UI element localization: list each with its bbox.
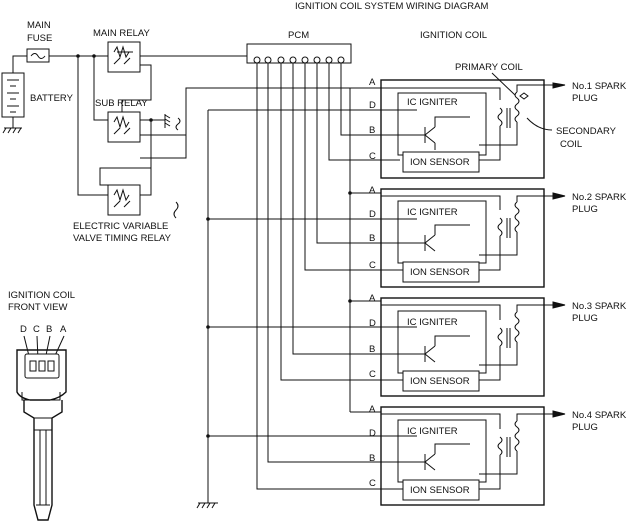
coil-3-terminal-d: D — [369, 318, 376, 329]
plug-1-label: No.1 SPARK — [572, 81, 627, 92]
pin-label-a: A — [60, 324, 67, 335]
coil-3-igniter-label: IC IGNITER — [407, 317, 458, 328]
coil-1-igniter-label: IC IGNITER — [407, 97, 458, 108]
coil-unit-3: IC IGNITER ION SENSOR A D B C — [369, 293, 565, 397]
coil-4-igniter-label: IC IGNITER — [407, 426, 458, 437]
plug-2-label-2: PLUG — [572, 204, 598, 215]
coil-3-sensor-label: ION SENSOR — [410, 376, 470, 387]
secondary-coil-label-2: COIL — [560, 139, 582, 150]
coil-unit-1: IC IGNITER ION SENSOR A D B C — [360, 77, 565, 179]
coil-2-terminal-d: D — [369, 209, 376, 220]
coil-4-terminal-d: D — [369, 428, 376, 439]
coil-1-terminal-d: D — [369, 100, 376, 111]
plug-4-label-2: PLUG — [572, 422, 598, 433]
coil-3-terminal-a: A — [369, 293, 376, 304]
plug-3-label: No.3 SPARK — [572, 301, 627, 312]
front-view-label-2: FRONT VIEW — [8, 302, 67, 313]
ignition-coil-front-view — [16, 335, 67, 521]
main-fuse-label: MAIN — [27, 20, 51, 31]
ground-symbol-2 — [164, 114, 171, 128]
main-relay — [107, 41, 141, 73]
coil-2-terminal-c: C — [369, 260, 376, 271]
pcm-pins — [253, 56, 345, 64]
coil-3-terminal-c: C — [369, 369, 376, 380]
battery-label: BATTERY — [30, 93, 74, 104]
coil-1-terminal-b: B — [369, 125, 375, 136]
coil-4-sensor-label: ION SENSOR — [410, 485, 470, 496]
evvt-relay-label: ELECTRIC VARIABLE — [73, 221, 168, 232]
battery — [1, 72, 25, 118]
plug-3-label-2: PLUG — [572, 313, 598, 324]
front-view-label: IGNITION COIL — [8, 290, 75, 301]
primary-coil-label: PRIMARY COIL — [455, 62, 523, 73]
sub-relay — [107, 111, 141, 143]
pin-label-d: D — [20, 324, 27, 335]
coil-2-sensor-label: ION SENSOR — [410, 267, 470, 278]
plug-1-label-2: PLUG — [572, 93, 598, 104]
coil-unit-2: IC IGNITER ION SENSOR A D B C — [369, 185, 565, 288]
coil-3-terminal-b: B — [369, 344, 375, 355]
secondary-coil-label: SECONDARY — [556, 126, 617, 137]
pin-label-b: B — [46, 324, 52, 335]
ground-symbol-3 — [196, 502, 218, 509]
coil-4-terminal-c: C — [369, 478, 376, 489]
plug-4-label: No.4 SPARK — [572, 410, 627, 421]
main-fuse-label-2: FUSE — [27, 33, 52, 44]
evvt-relay-label-2: VALVE TIMING RELAY — [73, 233, 172, 244]
main-relay-label: MAIN RELAY — [93, 28, 151, 39]
coil-2-terminal-a: A — [369, 185, 376, 196]
coil-2-igniter-label: IC IGNITER — [407, 207, 458, 218]
pin-label-c: C — [33, 324, 40, 335]
coil-1-terminal-a: A — [369, 77, 376, 88]
plug-2-label: No.2 SPARK — [572, 192, 627, 203]
coil-4-terminal-a: A — [369, 404, 376, 415]
coil-1-sensor-label: ION SENSOR — [410, 157, 470, 168]
pcm-label: PCM — [288, 30, 309, 41]
diagram-title: IGNITION COIL SYSTEM WIRING DIAGRAM — [295, 1, 488, 12]
pcm-box — [246, 43, 352, 64]
sub-relay-label: SUB RELAY — [95, 98, 148, 109]
coil-unit-4: IC IGNITER ION SENSOR A D B C — [369, 404, 565, 506]
evvt-relay — [107, 184, 141, 216]
coil-2-terminal-b: B — [369, 233, 375, 244]
coil-4-terminal-b: B — [369, 453, 375, 464]
coil-1-terminal-c: C — [369, 151, 376, 162]
ignition-coil-label: IGNITION COIL — [420, 30, 487, 41]
main-fuse — [26, 48, 50, 63]
ground-symbol — [2, 127, 22, 134]
